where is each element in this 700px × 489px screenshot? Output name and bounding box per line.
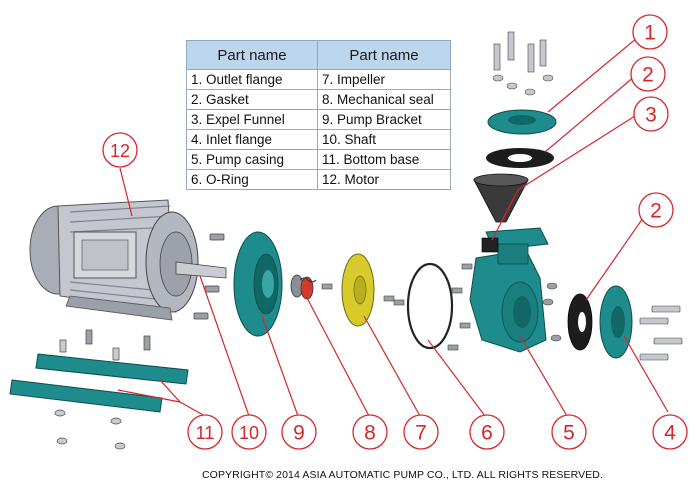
table-cell: 5. Pump casing	[186, 149, 318, 170]
svg-text:6: 6	[481, 422, 493, 445]
callout-3: 3	[633, 96, 669, 132]
table-row: 6. O-Ring 12. Motor	[186, 169, 451, 190]
svg-text:2: 2	[650, 200, 662, 223]
table-cell: 4. Inlet flange	[186, 129, 318, 150]
table-row: 5. Pump casing 11. Bottom base	[186, 149, 451, 170]
header-part-name-left: Part name	[186, 40, 318, 70]
copyright-notice: COPYRIGHT© 2014 ASIA AUTOMATIC PUMP CO.,…	[202, 469, 604, 481]
callout-11: 11	[187, 414, 223, 450]
parts-table-header: Part name Part name	[186, 40, 451, 70]
table-cell: 3. Expel Funnel	[186, 109, 318, 130]
svg-text:10: 10	[239, 423, 259, 443]
outlet-flange-part	[487, 109, 557, 135]
outlet-bolts-icon	[492, 31, 554, 96]
leader-lines	[117, 37, 669, 417]
table-cell: 8. Mechanical seal	[317, 89, 451, 110]
inlet-flange-part	[599, 285, 633, 359]
svg-text:7: 7	[415, 422, 427, 445]
callout-12: 12	[102, 132, 138, 168]
table-cell: 1. Outlet flange	[186, 69, 318, 90]
bolt-icon	[639, 305, 683, 361]
top-gasket-part	[486, 148, 554, 168]
callout-4: 4	[652, 414, 688, 450]
svg-text:3: 3	[645, 104, 657, 127]
parts-table: Part name Part name 1. Outlet flange 7. …	[186, 40, 451, 190]
table-row: 3. Expel Funnel 9. Pump Bracket	[186, 109, 451, 130]
table-cell: 12. Motor	[317, 169, 451, 190]
table-cell: 7. Impeller	[317, 69, 451, 90]
table-row: 1. Outlet flange 7. Impeller	[186, 69, 451, 90]
svg-text:4: 4	[664, 422, 676, 445]
table-row: 2. Gasket 8. Mechanical seal	[186, 89, 451, 110]
callout-2: 2	[630, 56, 666, 92]
motor-part	[29, 199, 227, 321]
o-ring-part	[406, 262, 454, 350]
mechanical-seal-part	[290, 274, 333, 300]
callout-6: 6	[469, 414, 505, 450]
pump-casing-part	[469, 227, 549, 353]
svg-text:1: 1	[644, 22, 656, 45]
table-cell: 10. Shaft	[317, 129, 451, 150]
table-cell: 9. Pump Bracket	[317, 109, 451, 130]
callout-8: 8	[352, 414, 388, 450]
svg-text:2: 2	[642, 64, 654, 87]
callout-1: 1	[632, 14, 668, 50]
table-cell: 2. Gasket	[186, 89, 318, 110]
svg-text:9: 9	[293, 422, 305, 445]
impeller-part	[341, 253, 375, 327]
bolt-icon	[85, 233, 225, 351]
svg-text:12: 12	[110, 141, 130, 161]
svg-text:5: 5	[563, 422, 575, 445]
svg-text:8: 8	[364, 422, 376, 445]
pump-bracket-part	[233, 231, 283, 337]
table-cell: 11. Bottom base	[317, 149, 451, 170]
callout-5: 5	[551, 414, 587, 450]
expel-funnel-part	[473, 173, 529, 223]
svg-text:11: 11	[196, 423, 215, 443]
callout-2b: 2	[638, 192, 674, 228]
bottom-base-part	[9, 339, 189, 450]
callout-9: 9	[281, 414, 317, 450]
table-row: 4. Inlet flange 10. Shaft	[186, 129, 451, 150]
callout-10: 10	[231, 414, 267, 450]
callout-7: 7	[403, 414, 439, 450]
header-part-name-right: Part name	[317, 40, 451, 70]
table-cell: 6. O-Ring	[186, 169, 318, 190]
